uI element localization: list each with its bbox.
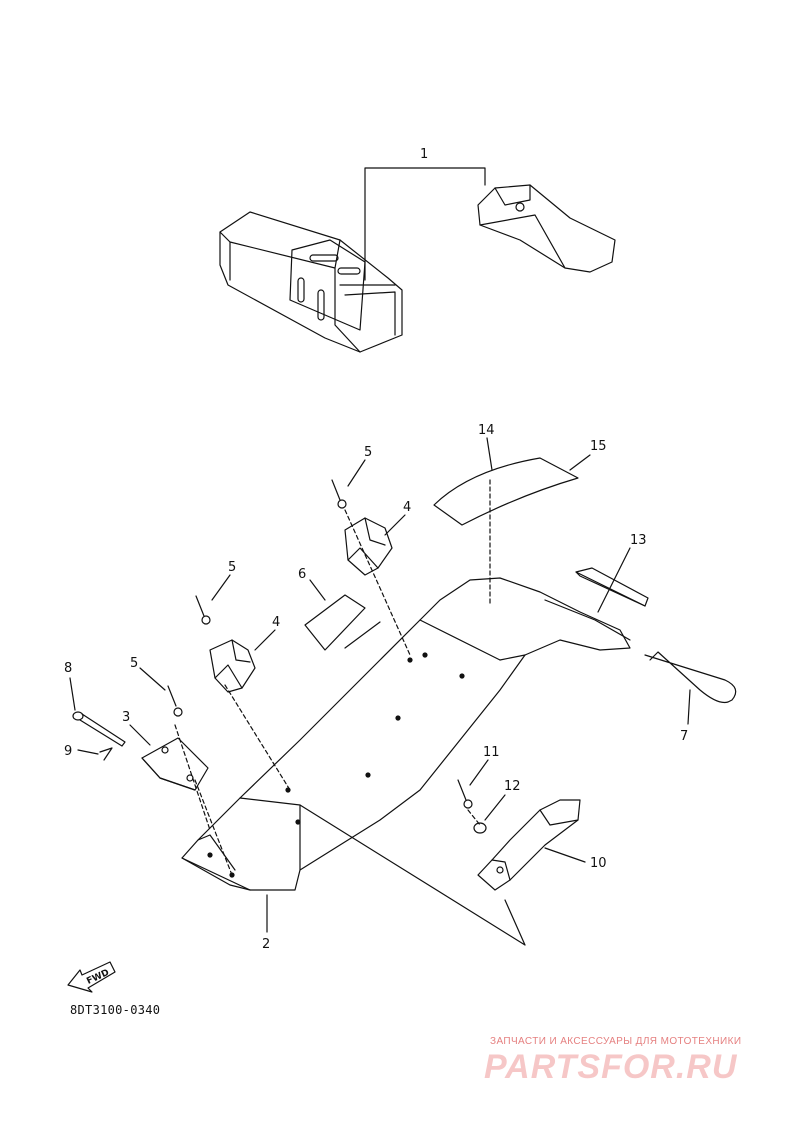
callout-1: 1 xyxy=(420,147,428,162)
fwd-arrow-icon xyxy=(67,961,116,993)
strip-part xyxy=(575,567,649,607)
callout-11: 11 xyxy=(483,745,500,760)
bracket-upper-part xyxy=(344,517,393,576)
watermark-logo: PARTSFOR.RU xyxy=(484,1048,738,1086)
pin-part xyxy=(72,711,126,747)
callout-14: 14 xyxy=(478,423,495,438)
callout-3: 3 xyxy=(122,710,130,725)
washer-part xyxy=(473,822,487,834)
callout-6: 6 xyxy=(298,567,306,582)
callout-4-lower: 4 xyxy=(272,615,280,630)
callout-10: 10 xyxy=(590,856,607,871)
callout-4-upper: 4 xyxy=(403,500,411,515)
callout-15: 15 xyxy=(590,439,607,454)
callout-5-middle: 5 xyxy=(228,560,236,575)
assembly-guide-lines xyxy=(174,479,491,876)
label-pad-part xyxy=(304,594,381,651)
hinge-part xyxy=(141,737,209,791)
callout-2: 2 xyxy=(262,937,270,952)
fwd-label: FWD xyxy=(85,968,111,987)
holder-part xyxy=(477,799,581,891)
drawing-code: 8DT3100-0340 xyxy=(70,1003,161,1017)
callout-8: 8 xyxy=(64,661,72,676)
tool-kit-part xyxy=(219,167,616,353)
pad-part xyxy=(433,457,579,526)
screw-small-part xyxy=(457,779,473,809)
clip-part xyxy=(99,747,113,761)
callout-12: 12 xyxy=(504,779,521,794)
callout-7: 7 xyxy=(680,729,688,744)
screw-part xyxy=(167,479,347,717)
bracket-lower-part xyxy=(209,639,256,693)
tray-plate-part xyxy=(181,577,631,891)
watermark-tagline: ЗАПЧАСТИ И АКСЕССУАРЫ ДЛЯ МОТОТЕХНИКИ xyxy=(490,1036,742,1047)
callout-13: 13 xyxy=(630,533,647,548)
rod-hook-part xyxy=(644,651,737,704)
callout-5-top: 5 xyxy=(364,445,372,460)
callout-5-bottom: 5 xyxy=(130,656,138,671)
plate-holder-link xyxy=(299,804,526,946)
callout-9: 9 xyxy=(64,744,72,759)
